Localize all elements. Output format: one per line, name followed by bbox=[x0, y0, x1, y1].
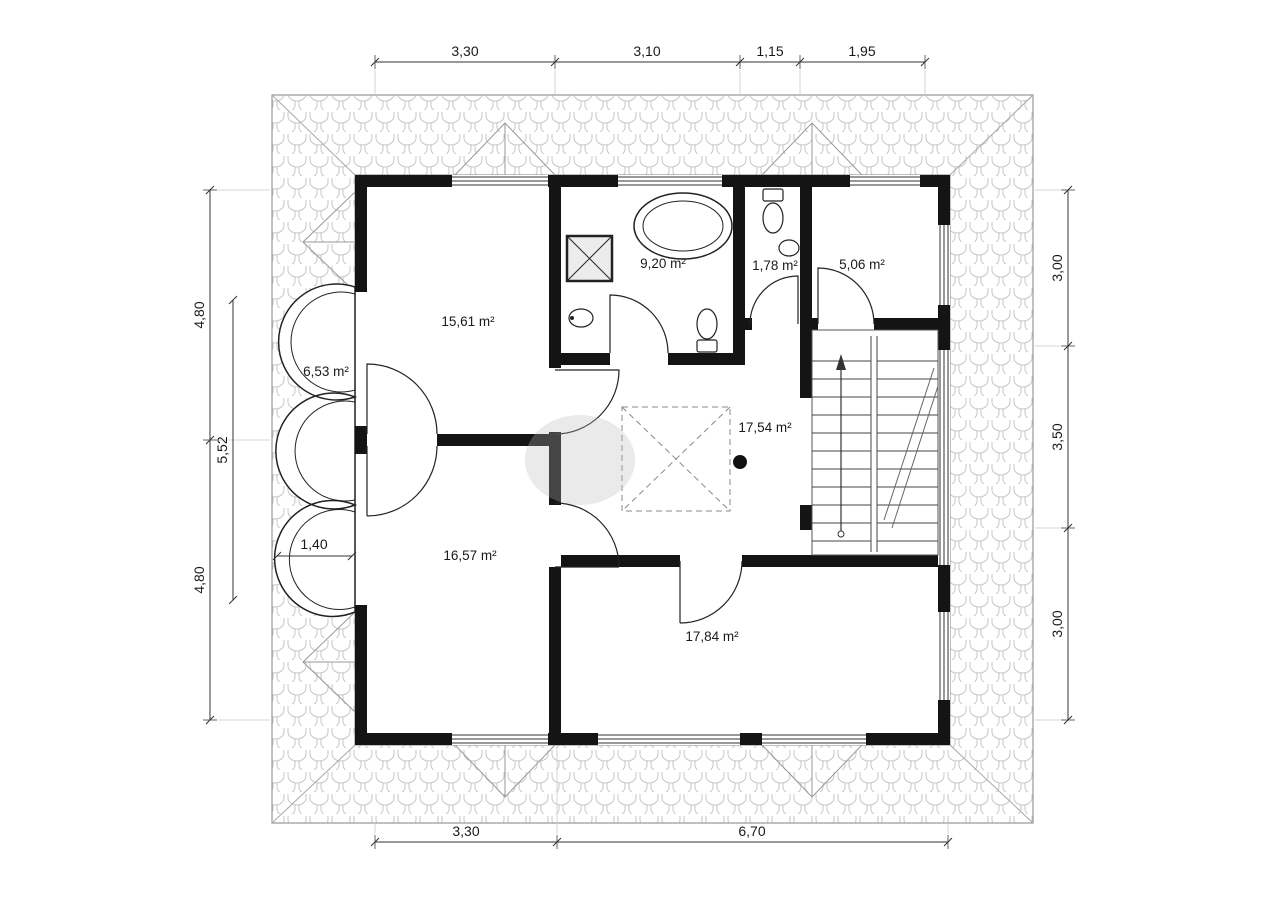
dim-top-3: 1,95 bbox=[848, 43, 875, 59]
dim-right-1: 3,50 bbox=[1049, 423, 1065, 450]
window-top-1 bbox=[452, 175, 548, 187]
stair-arrow-head bbox=[836, 354, 846, 370]
roof-plan bbox=[271, 94, 1034, 824]
dim-left-0: 4,80 bbox=[191, 301, 207, 328]
window-bottom-3 bbox=[762, 733, 866, 745]
dim-bay-width: 1,40 bbox=[300, 536, 327, 552]
dim-right-2: 3,00 bbox=[1049, 610, 1065, 637]
dim-top-2: 1,15 bbox=[756, 43, 783, 59]
skylight bbox=[621, 406, 731, 512]
door-room-bottom bbox=[679, 560, 743, 624]
roof-dormers bbox=[302, 122, 863, 798]
doors bbox=[366, 267, 875, 624]
door-room-bottom-left bbox=[554, 502, 620, 568]
room-labels: 15,61 m² 6,53 m² 9,20 m² 1,78 m² 5,06 m²… bbox=[303, 256, 885, 644]
roof-hip-lines bbox=[271, 94, 1034, 824]
dimension-lines bbox=[203, 55, 1075, 849]
staircase bbox=[811, 329, 939, 556]
window-bottom-1 bbox=[452, 733, 548, 745]
room-label-top-right: 5,06 m² bbox=[839, 257, 885, 272]
fixtures bbox=[565, 188, 800, 512]
room-label-bay: 6,53 m² bbox=[303, 364, 349, 379]
door-wc bbox=[749, 275, 799, 325]
dim-bottom-0: 3,30 bbox=[452, 823, 479, 839]
watermark bbox=[525, 415, 635, 505]
stair-break-line bbox=[883, 367, 939, 529]
dim-bottom-1: 6,70 bbox=[738, 823, 765, 839]
door-bay-upper bbox=[366, 363, 438, 435]
door-room-top-left bbox=[554, 369, 620, 435]
room-label-bottom-left: 16,57 m² bbox=[443, 548, 497, 563]
dim-left-1: 4,80 bbox=[191, 566, 207, 593]
dim-top-0: 3,30 bbox=[451, 43, 478, 59]
walls bbox=[355, 175, 950, 745]
window-top-2 bbox=[618, 175, 722, 187]
washbasin-wc bbox=[778, 239, 800, 257]
window-right-3 bbox=[938, 612, 950, 700]
dim-left-inner: 5,52 bbox=[214, 436, 230, 463]
window-bottom-2 bbox=[598, 733, 740, 745]
toilet-bathroom bbox=[696, 308, 718, 353]
room-label-bottom: 17,84 m² bbox=[685, 629, 739, 644]
bay-window bbox=[273, 283, 358, 618]
door-bathroom bbox=[609, 294, 669, 354]
windows bbox=[452, 175, 950, 745]
window-right-1 bbox=[938, 225, 950, 305]
door-bay-lower bbox=[366, 445, 438, 517]
shower bbox=[565, 234, 614, 283]
room-label-wc: 1,78 m² bbox=[752, 258, 798, 273]
washbasin-bathroom bbox=[568, 308, 594, 328]
window-top-3 bbox=[850, 175, 920, 187]
room-label-top-left: 15,61 m² bbox=[441, 314, 495, 329]
dim-top-1: 3,10 bbox=[633, 43, 660, 59]
dim-right-0: 3,00 bbox=[1049, 254, 1065, 281]
bathtub bbox=[633, 192, 733, 260]
room-label-bathroom: 9,20 m² bbox=[640, 256, 686, 271]
chimney bbox=[733, 455, 747, 469]
dimension-labels: 3,30 3,10 1,15 1,95 3,30 6,70 4,80 4,80 … bbox=[191, 43, 1065, 839]
door-room-top-right bbox=[817, 267, 875, 325]
room-label-hall: 17,54 m² bbox=[738, 420, 792, 435]
toilet-wc bbox=[762, 188, 784, 234]
window-right-2 bbox=[938, 350, 950, 565]
